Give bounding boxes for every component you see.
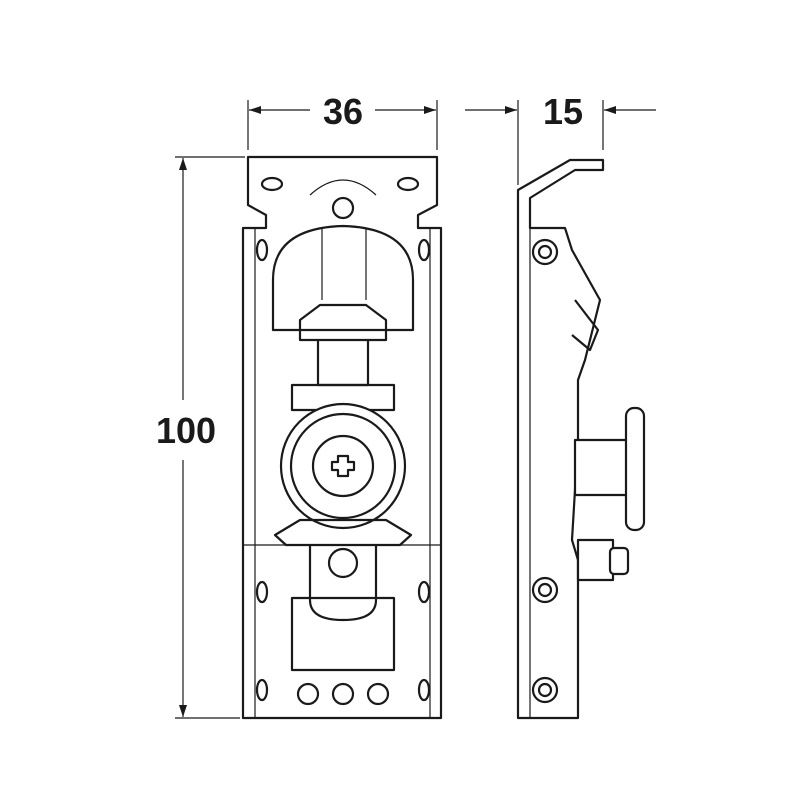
width-label: 36 [323,91,363,132]
width-dimension: 36 [247,91,438,150]
height-label: 100 [156,410,216,451]
front-view [241,155,443,720]
height-dimension: 100 [156,156,245,719]
depth-label: 15 [543,91,583,132]
side-view [516,158,646,720]
depth-dimension: 15 [465,91,656,185]
